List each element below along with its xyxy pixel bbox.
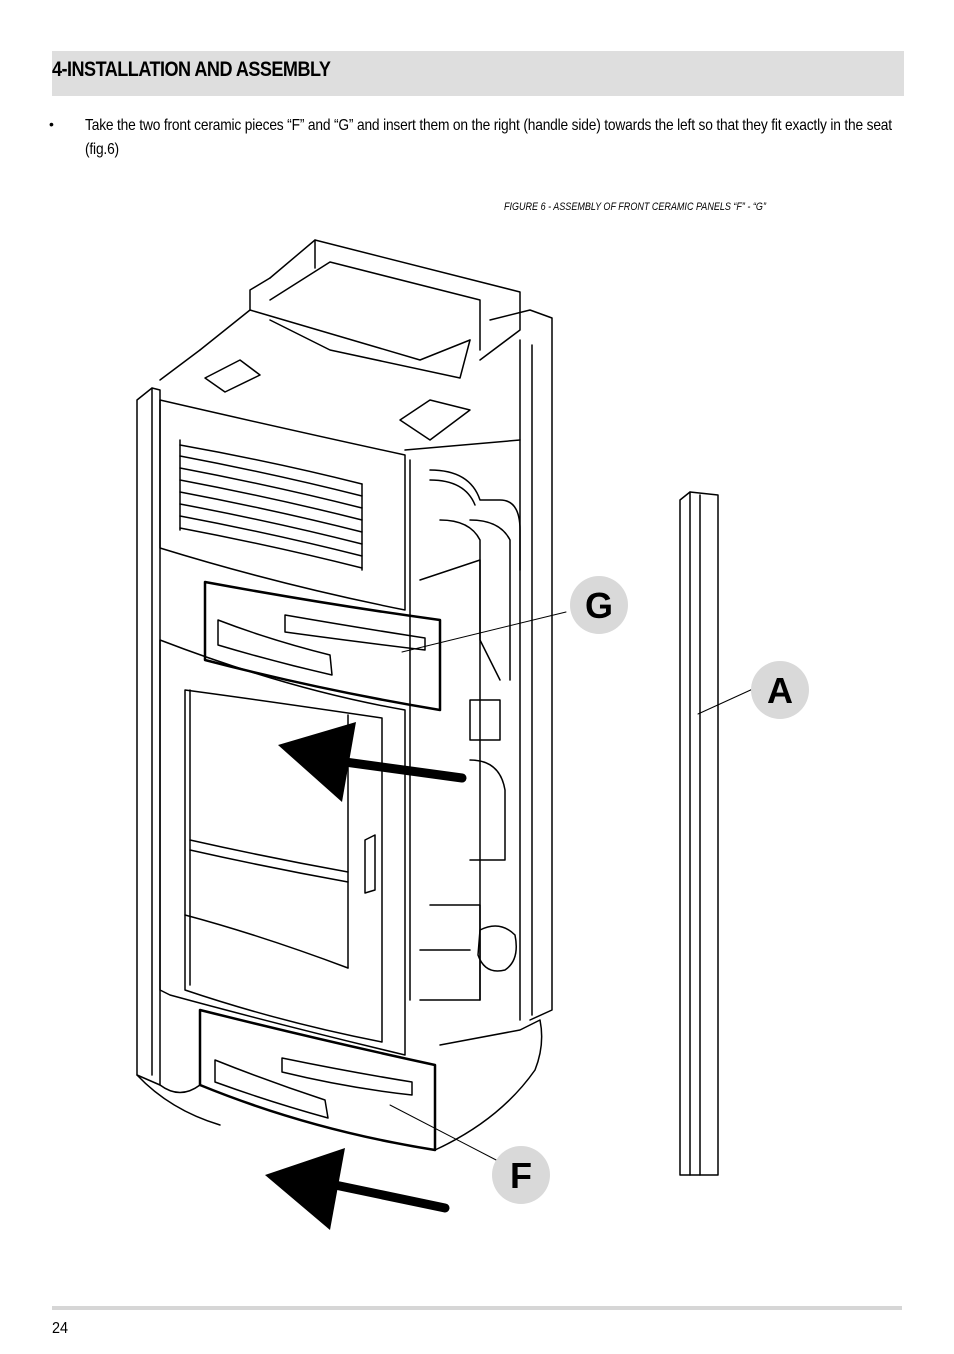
callout-f-label: F [510,1155,532,1196]
lower-arrowhead [265,1148,345,1230]
figure-caption: FIGURE 6 - ASSEMBLY OF FRONT CERAMIC PAN… [504,201,766,213]
callout-g-circle [570,576,628,634]
page-number: 24 [52,1320,69,1337]
callout-a-circle [751,661,809,719]
upper-arrowhead [278,722,356,802]
callout-a-label: A [767,670,793,711]
lower-insert-arrow [330,1180,450,1213]
upper-insert-arrow [340,757,467,783]
instruction-text: Take the two front ceramic pieces “F” an… [85,117,892,158]
callout-f-circle [492,1146,550,1204]
section-header-band [52,51,904,96]
bullet-marker: • [49,116,54,132]
insert-direction-arrows [265,722,467,1230]
footer-rule [52,1306,902,1310]
callout-g-label: G [585,585,613,626]
section-title: 4-INSTALLATION AND ASSEMBLY [52,58,331,81]
